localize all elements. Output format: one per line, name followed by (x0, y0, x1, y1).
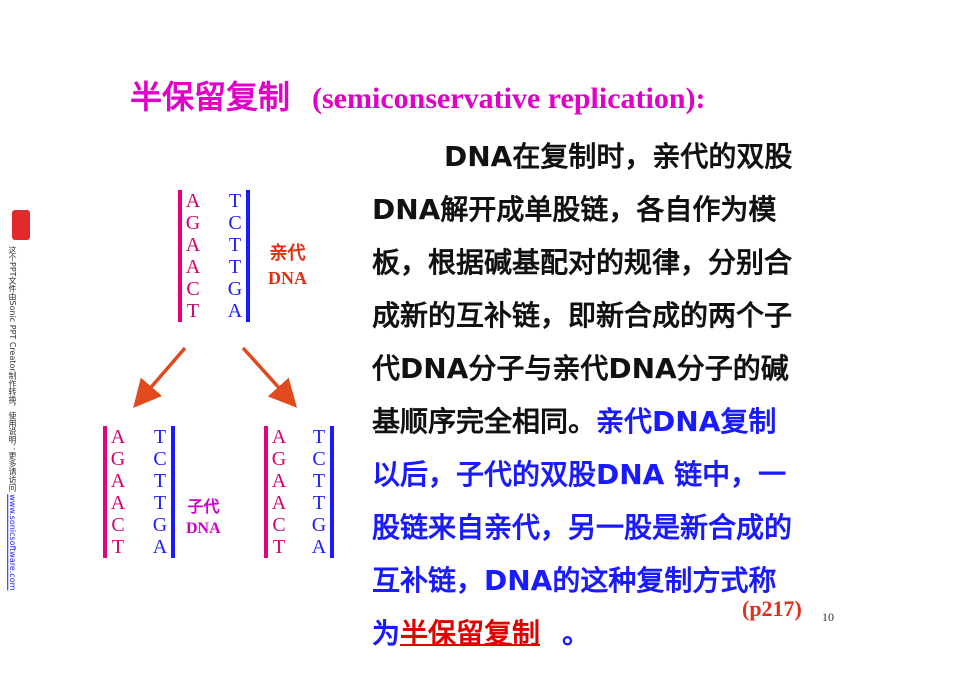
child2-left-base-5: T (272, 536, 286, 558)
parent-left-base-2: A (185, 234, 201, 256)
child2-right-base-4: G (311, 514, 327, 536)
parent-right-base-4: G (227, 278, 243, 300)
watermark-note: 这个PPT文件由Sonic PPT Creator制作转换，使用说明：更多请访问 (8, 246, 17, 492)
child-dna-label: 子代 DNA (186, 496, 221, 540)
brand-logo-icon (12, 210, 30, 240)
child-label-zh: 子代 (187, 497, 220, 516)
child2-left-base-2: A (271, 470, 287, 492)
arrow-right (241, 346, 298, 408)
child2-right-base-1: C (312, 448, 326, 470)
child1-left-base-4: C (111, 514, 125, 536)
para-line10-prefix: 为 (372, 617, 401, 650)
child1-left-base-3: A (110, 492, 126, 514)
para-line: 以后，子代的双股DNA 链中，一 (372, 458, 787, 491)
page-number: 10 (822, 610, 834, 624)
title-chinese: 半保留复制 (130, 78, 291, 116)
parent-left-base-3: A (185, 256, 201, 278)
para-line: 股链来自亲代，另一股是新合成的 (372, 511, 793, 544)
key-term: 半保留复制 (400, 617, 541, 650)
arrow-left (133, 346, 187, 408)
para-line: 板，根据碱基配对的规律，分别合 (372, 246, 793, 279)
child1-right-base-0: T (153, 426, 167, 448)
child2-right-base-0: T (312, 426, 326, 448)
para-line: DNA在复制时，亲代的双股 (444, 140, 793, 173)
para-line6-black: 基顺序完全相同。 (372, 405, 597, 438)
child2-left-base-1: G (271, 448, 287, 470)
para-line: 互补链，DNA的这种复制方式称 (372, 564, 777, 597)
child2-right-base-5: A (311, 536, 327, 558)
parent-label-en: DNA (268, 268, 307, 288)
child1-right-base-5: A (152, 536, 168, 558)
child1-left-base-0: A (110, 426, 126, 448)
child2-right-base-3: T (312, 492, 326, 514)
child1-left-base-5: T (111, 536, 125, 558)
parent-label-zh: 亲代 (269, 243, 306, 264)
child2-right-base-2: T (312, 470, 326, 492)
parent-right-base-3: T (228, 256, 242, 278)
child2-left-base-3: A (271, 492, 287, 514)
watermark-link[interactable]: www.sonicsoftware.com (8, 494, 17, 591)
watermark-text: 这个PPT文件由Sonic PPT Creator制作转换，使用说明：更多请访问… (8, 246, 17, 590)
parent-right-base-1: C (228, 212, 242, 234)
parent-left-base-5: T (186, 300, 200, 322)
para-line: 代DNA分子与亲代DNA分子的碱 (372, 352, 789, 385)
child1-right-base-4: G (152, 514, 168, 536)
parent-right-base-2: T (228, 234, 242, 256)
body-paragraph: DNA在复制时，亲代的双股 DNA解开成单股链，各自作为模 板，根据碱基配对的规… (372, 130, 872, 660)
para-line: 成新的互补链，即新合成的两个子 (372, 299, 793, 332)
child2-left-base-4: C (272, 514, 286, 536)
parent-right-base-5: A (227, 300, 243, 322)
para-line: 基顺序完全相同。亲代DNA复制 (372, 395, 872, 448)
child2-left-base-0: A (271, 426, 287, 448)
para-line6-blue: 亲代DNA复制 (596, 405, 777, 438)
child1-right-base-2: T (153, 470, 167, 492)
para-line: DNA解开成单股链，各自作为模 (372, 193, 777, 226)
parent-left-base-1: G (185, 212, 201, 234)
child-label-en: DNA (186, 520, 221, 537)
parent-dna-label: 亲代 DNA (268, 242, 307, 290)
child1-left-base-2: A (110, 470, 126, 492)
slide-title: 半保留复制 (semiconservative replication): (130, 72, 706, 118)
page-reference: (p217) (742, 596, 802, 621)
watermark-sidebar: 这个PPT文件由Sonic PPT Creator制作转换，使用说明：更多请访问… (8, 210, 34, 590)
child1-right-base-1: C (153, 448, 167, 470)
para-line: 为半保留复制。 (372, 607, 872, 660)
child1-left-base-1: G (110, 448, 126, 470)
parent-right-base-0: T (228, 190, 242, 212)
child1-right-base-3: T (153, 492, 167, 514)
parent-left-base-0: A (185, 190, 201, 212)
title-english: (semiconservative replication): (312, 82, 706, 115)
para-line10-suffix: 。 (562, 617, 591, 650)
parent-left-base-4: C (186, 278, 200, 300)
